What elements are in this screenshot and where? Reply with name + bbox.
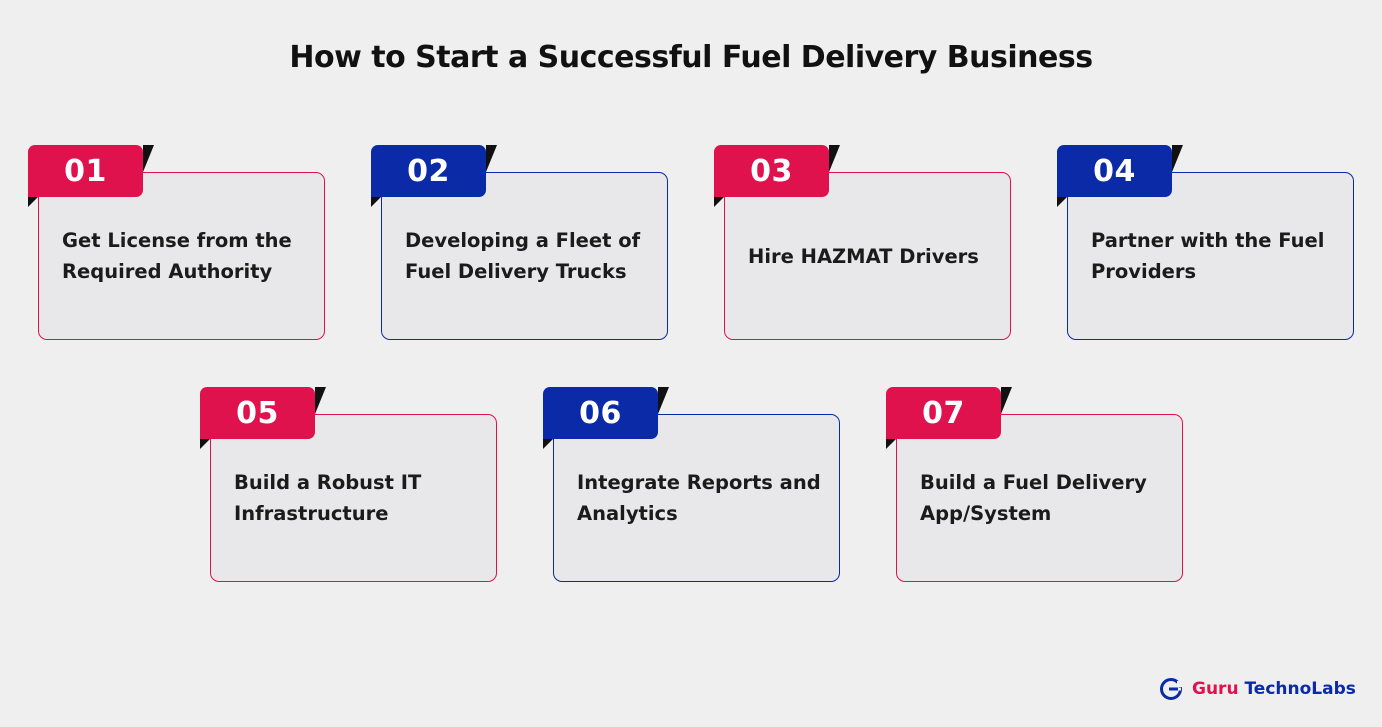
- step-box: [724, 172, 1011, 340]
- step-text: Developing a Fleet of Fuel Delivery Truc…: [405, 229, 641, 283]
- page-title: How to Start a Successful Fuel Delivery …: [289, 40, 1093, 75]
- step-text: Build a Fuel Delivery App/System: [920, 471, 1147, 525]
- step-text: Get License from the Required Authority: [62, 229, 292, 283]
- step-box: [381, 172, 668, 340]
- step-card-5: 05 Build a Robust IT Infrastructure: [200, 387, 500, 587]
- step-number-tab: 07: [886, 387, 1001, 439]
- brand-word-guru: Guru: [1192, 679, 1239, 699]
- step-text: Hire HAZMAT Drivers: [748, 244, 979, 268]
- step-card-7: 07 Build a Fuel Delivery App/System: [886, 387, 1186, 587]
- step-box: [553, 414, 840, 582]
- step-number-tab: 04: [1057, 145, 1172, 197]
- step-number-tab: 03: [714, 145, 829, 197]
- step-box: [896, 414, 1183, 582]
- step-number-tab: 05: [200, 387, 315, 439]
- step-box: [38, 172, 325, 340]
- brand-logo: Guru TechnoLabs: [1159, 676, 1356, 702]
- step-text: Build a Robust IT Infrastructure: [234, 471, 422, 525]
- step-card-2: 02 Developing a Fleet of Fuel Delivery T…: [371, 145, 671, 345]
- step-number-tab: 02: [371, 145, 486, 197]
- step-number-tab: 01: [28, 145, 143, 197]
- step-text: Partner with the Fuel Providers: [1091, 229, 1325, 283]
- g-logo-icon: [1160, 678, 1182, 700]
- brand-word-technolabs: TechnoLabs: [1244, 679, 1356, 699]
- step-number-tab: 06: [543, 387, 658, 439]
- step-box: [1067, 172, 1354, 340]
- step-card-1: 01 Get License from the Required Authori…: [28, 145, 328, 345]
- step-text: Integrate Reports and Analytics: [577, 471, 821, 525]
- step-card-4: 04 Partner with the Fuel Providers: [1057, 145, 1357, 345]
- step-card-3: 03 Hire HAZMAT Drivers: [714, 145, 1014, 345]
- step-box: [210, 414, 497, 582]
- step-card-6: 06 Integrate Reports and Analytics: [543, 387, 843, 587]
